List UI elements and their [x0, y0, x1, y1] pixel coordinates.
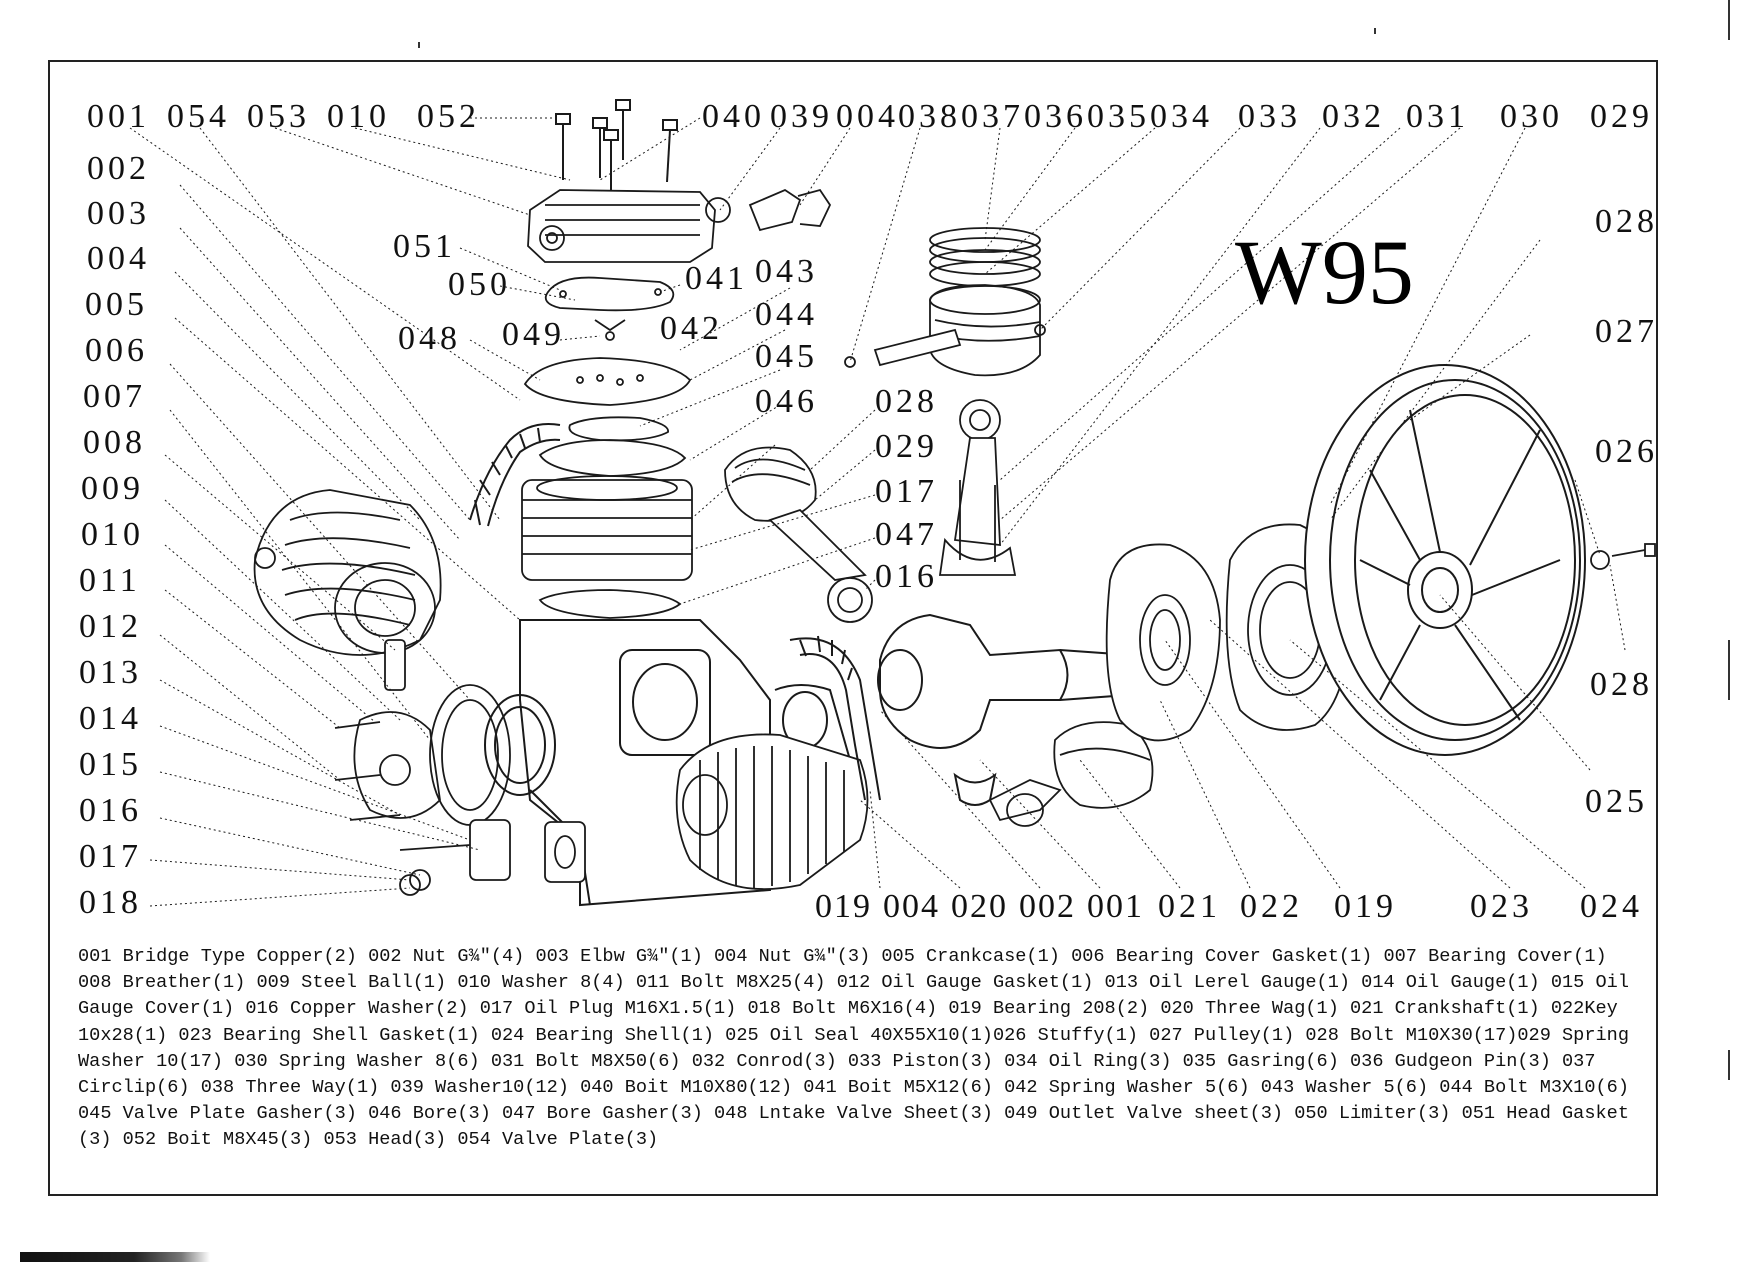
callout-top-040: 040	[702, 98, 765, 135]
callout-left-013: 013	[79, 654, 142, 691]
intake-hose-left	[469, 423, 561, 527]
callout-top-054: 054	[167, 98, 230, 135]
pulley-bolt	[1590, 543, 1656, 570]
valve-plate-stack	[523, 319, 692, 477]
callout-left-009: 009	[81, 470, 144, 507]
callout-bottom-004: 004	[883, 888, 940, 925]
callout-center-049: 049	[502, 316, 565, 353]
callout-center-048: 048	[398, 320, 461, 357]
callout-left-008: 008	[83, 424, 146, 461]
cylinder-bore	[521, 475, 693, 619]
callout-bottom-021: 021	[1158, 888, 1221, 925]
callout-right-027: 027	[1595, 313, 1658, 350]
callout-top-029: 029	[1590, 98, 1653, 135]
callout-top-037: 037	[961, 98, 1024, 135]
callout-left-006: 006	[85, 332, 148, 369]
drawing-border	[48, 60, 1658, 1196]
callout-top-032: 032	[1322, 98, 1385, 135]
callout-center-051: 051	[393, 228, 456, 265]
callout-center-046: 046	[755, 383, 818, 420]
model-title: W95	[1235, 221, 1414, 323]
callout-top-030: 030	[1500, 98, 1563, 135]
callout-left-011: 011	[79, 562, 141, 599]
scan-mark	[418, 42, 420, 48]
callout-center-047: 047	[875, 516, 938, 553]
oil-gauge	[469, 819, 586, 883]
callout-center-050: 050	[448, 266, 511, 303]
callout-center-017: 017	[875, 473, 938, 510]
front-cylinder	[675, 733, 869, 890]
conrod	[938, 399, 1017, 576]
pulley	[1304, 364, 1586, 756]
callout-top-034: 034	[1150, 98, 1213, 135]
callout-left-018: 018	[79, 884, 142, 921]
callout-top-039: 039	[770, 98, 833, 135]
head-gasket	[544, 276, 675, 312]
callout-left-010: 010	[81, 516, 144, 553]
callout-top-035: 035	[1087, 98, 1150, 135]
callout-top-038: 038	[898, 98, 961, 135]
callout-left-004: 004	[87, 240, 150, 277]
callout-bottom-019: 019	[815, 888, 872, 925]
callout-left-002: 002	[87, 150, 150, 187]
callout-top-031: 031	[1406, 98, 1469, 135]
callout-left-005: 005	[85, 286, 148, 323]
scan-artifact	[20, 1252, 210, 1262]
callout-bottom-001: 001	[1087, 888, 1144, 925]
callout-left-016: 016	[79, 792, 142, 829]
leader-lines	[129, 117, 1626, 907]
callout-right-025: 025	[1585, 783, 1648, 820]
piston-gudgeon	[844, 284, 1046, 377]
callout-left-007: 007	[83, 378, 146, 415]
scan-mark	[1728, 1050, 1730, 1080]
callout-center-029: 029	[875, 428, 938, 465]
callout-top-033: 033	[1238, 98, 1301, 135]
callout-top-004: 004	[836, 98, 899, 135]
callout-center-016: 016	[875, 558, 938, 595]
scan-mark	[1728, 640, 1730, 700]
callout-center-045: 045	[755, 338, 818, 375]
callout-bottom-019b: 019	[1334, 888, 1397, 925]
rear-piston-conrod	[724, 446, 873, 623]
callout-bottom-020: 020	[951, 888, 1008, 925]
callout-bottom-023: 023	[1470, 888, 1533, 925]
callout-bottom-022: 022	[1240, 888, 1303, 925]
callout-left-012: 012	[79, 608, 142, 645]
cylinder-head-top	[527, 189, 716, 263]
callout-left-014: 014	[79, 700, 142, 737]
callout-top-001: 001	[87, 98, 150, 135]
callout-bottom-002: 002	[1019, 888, 1076, 925]
bolts-left	[334, 721, 471, 896]
elbow-fitting	[705, 188, 832, 232]
callout-center-028: 028	[875, 383, 938, 420]
head-bolts	[555, 99, 678, 192]
scan-mark	[1374, 28, 1376, 34]
callout-right-028: 028	[1595, 203, 1658, 240]
callout-center-044: 044	[755, 296, 818, 333]
bearing-shell-gasket	[1105, 543, 1221, 742]
callout-bottom-024: 024	[1580, 888, 1643, 925]
callout-top-010: 010	[327, 98, 390, 135]
callout-left-017: 017	[79, 838, 142, 875]
second-piston-conrod	[988, 721, 1154, 827]
scan-mark	[1728, 0, 1730, 40]
callout-top-036: 036	[1024, 98, 1087, 135]
left-cylinder	[253, 489, 442, 656]
callout-center-043: 043	[755, 253, 818, 290]
callout-right-026: 026	[1595, 433, 1658, 470]
callout-left-003: 003	[87, 195, 150, 232]
parts-legend: 001 Bridge Type Copper(2) 002 Nut G¾"(4)…	[78, 946, 1629, 1151]
callout-right-028b: 028	[1590, 666, 1653, 703]
outlet-hose-front	[789, 635, 881, 801]
callout-center-042: 042	[660, 310, 723, 347]
callout-left-015: 015	[79, 746, 142, 783]
piston-rings	[929, 227, 1041, 287]
callout-center-041: 041	[685, 260, 748, 297]
callout-top-053: 053	[247, 98, 310, 135]
callout-top-052: 052	[417, 98, 480, 135]
